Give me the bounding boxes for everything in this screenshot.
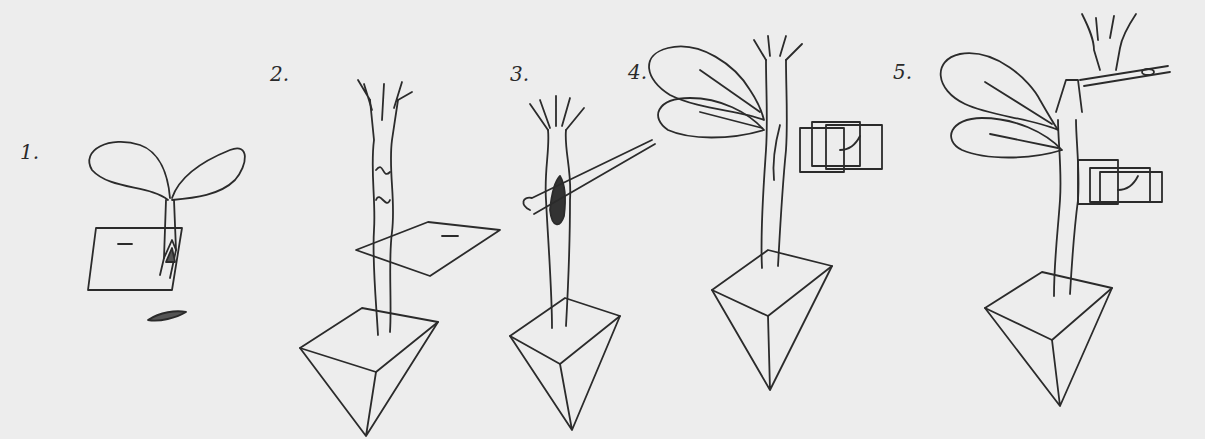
step-number: 1. xyxy=(20,140,39,164)
step-number: 5. xyxy=(893,60,912,84)
seedling-step-5 xyxy=(941,14,1170,406)
seedling-step-3 xyxy=(510,96,655,430)
seedling-step-4 xyxy=(649,36,882,390)
seedling-step-1 xyxy=(88,142,245,321)
seedling-step-2 xyxy=(300,80,500,436)
step-number: 3. xyxy=(510,62,529,86)
step-number: 2. xyxy=(270,62,289,86)
step-number: 4. xyxy=(628,60,647,84)
